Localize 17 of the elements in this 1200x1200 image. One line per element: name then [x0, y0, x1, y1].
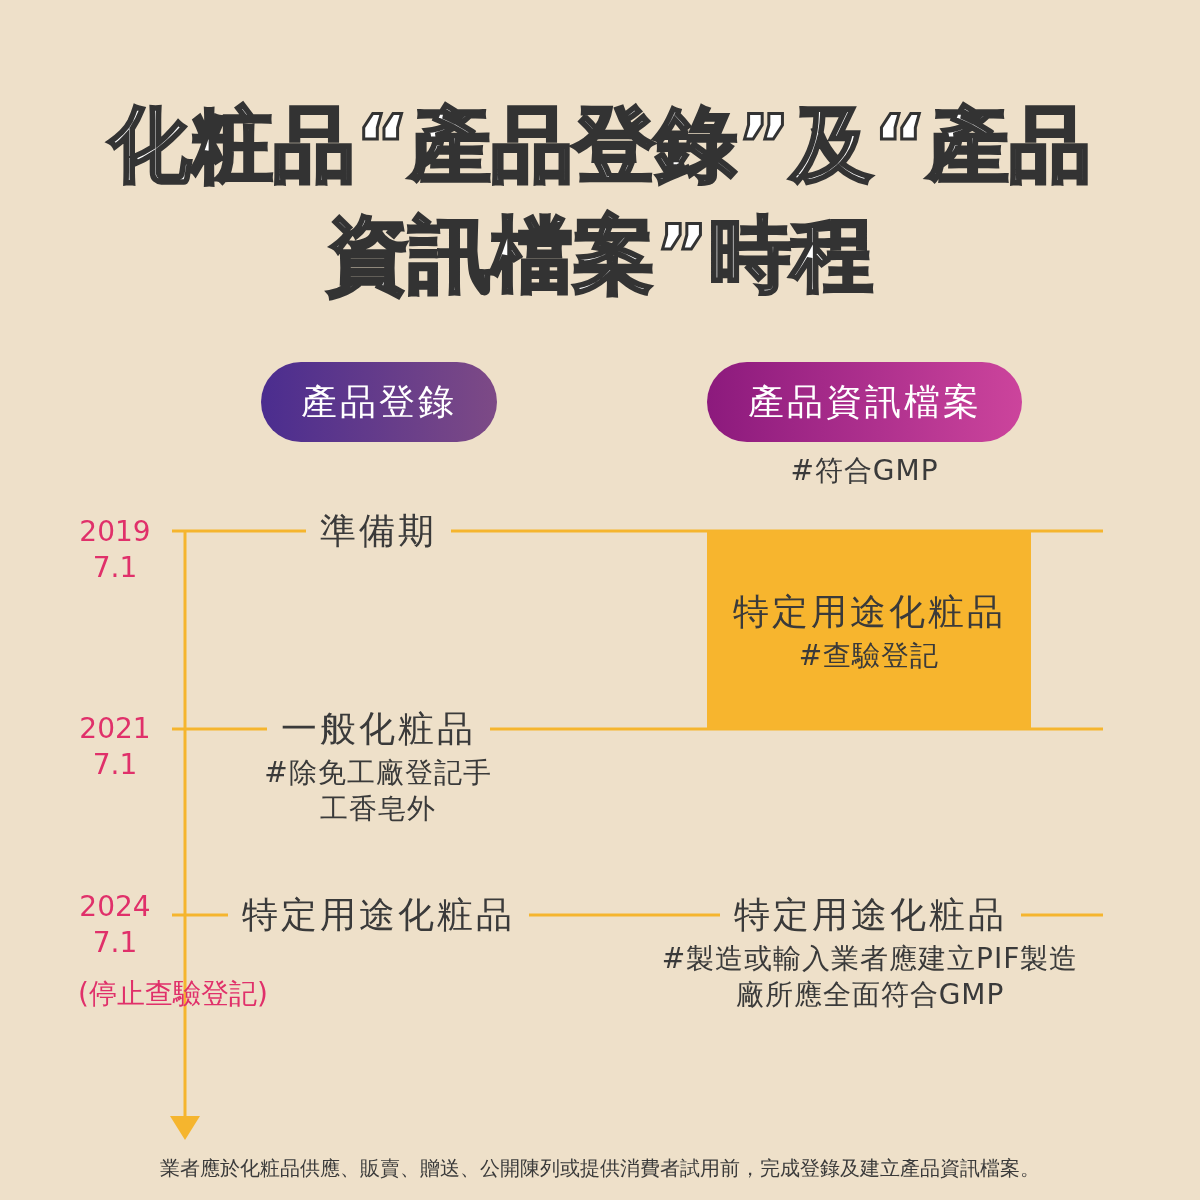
date-label: 2021 7.1	[78, 711, 152, 783]
heading-text: 一般化粧品	[266, 708, 490, 749]
note-text: #除免工廠登記手工香皂外	[264, 756, 492, 825]
pill-badge: 產品登錄	[261, 362, 497, 442]
heading-text: 準備期	[305, 510, 451, 551]
note-text: #製造或輸入業者應建立PIF製造廠所應全面符合GMP	[661, 942, 1079, 1011]
heading-text: 特定用途化粧品	[732, 591, 1006, 632]
footnote: 業者應於化粧品供應、販賣、贈送、公開陳列或提供消費者試用前，完成登錄及建立產品資訊檔案。	[159, 1155, 1041, 1182]
highlight-box	[707, 531, 1031, 729]
note-text: #查驗登記	[798, 639, 940, 672]
pill-badge: 產品資訊檔案	[707, 362, 1022, 442]
heading-text: 特定用途化粧品	[719, 894, 1021, 935]
date-label: 2024 7.1	[78, 889, 152, 961]
date-label: 2019 7.1	[78, 514, 152, 586]
title: 化粧品“產品登錄”及“產品資訊檔案”時程	[107, 96, 1092, 304]
note-text: #符合GMP	[789, 453, 940, 489]
heading-text: 特定用途化粧品	[227, 894, 529, 935]
